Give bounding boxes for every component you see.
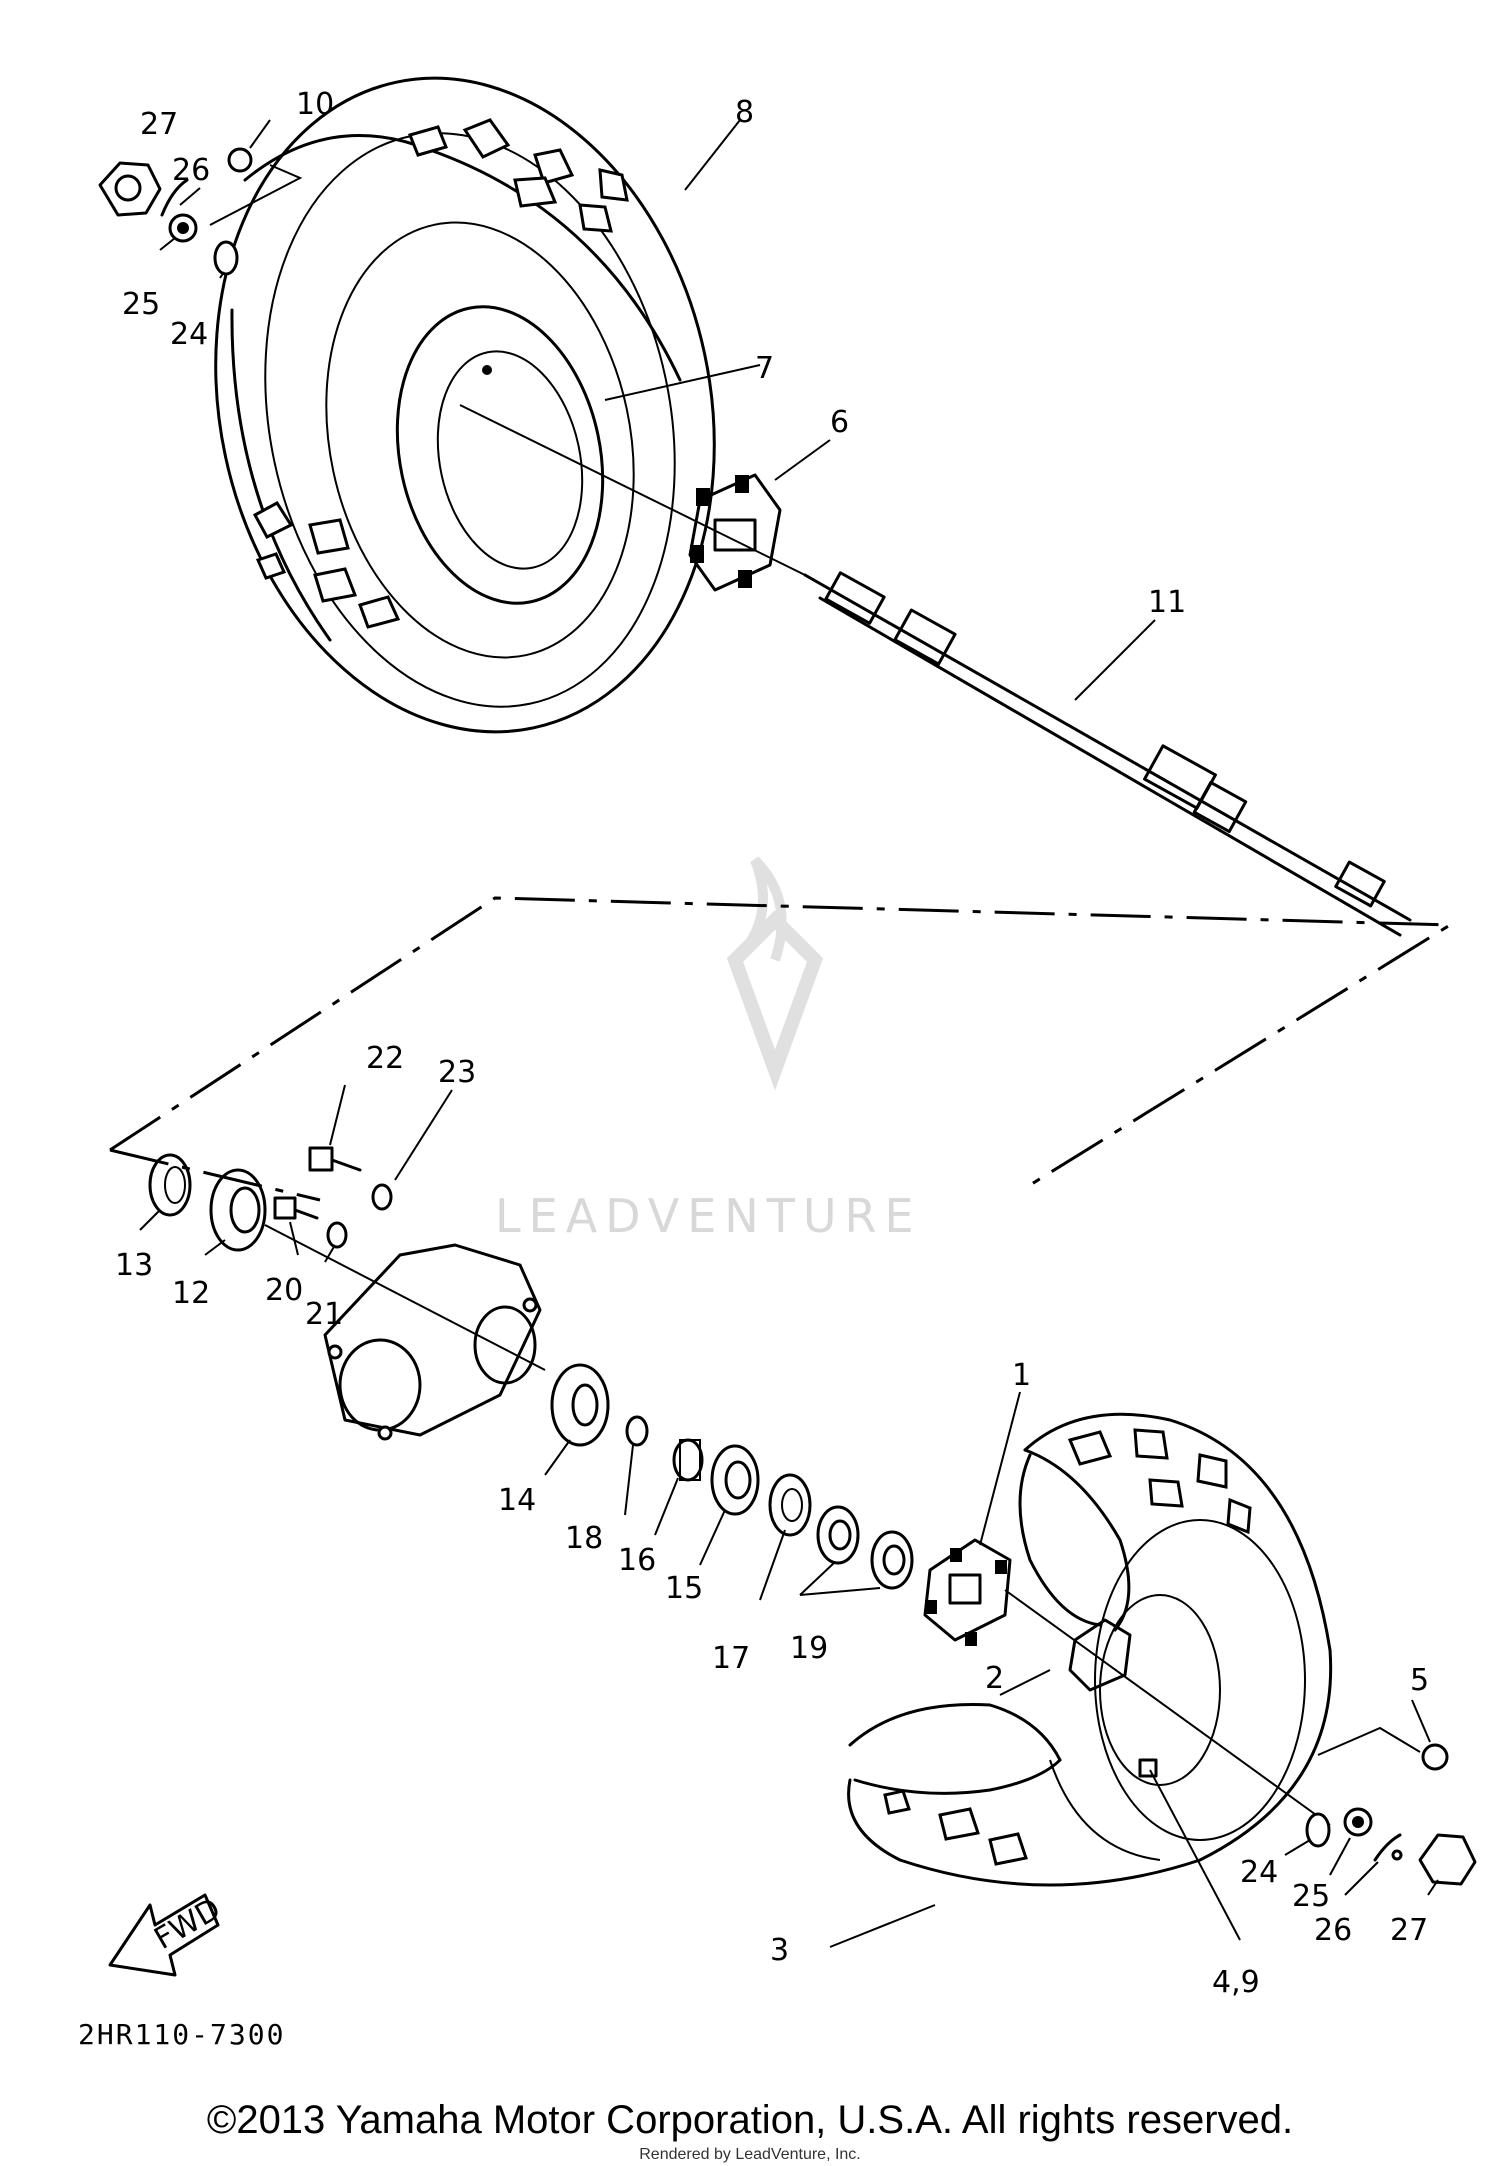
- leader-lines: [139, 119, 1439, 1948]
- callout-19: 19: [790, 1631, 828, 1666]
- callout-labels: 8 7 6 11 10 27 26 25 24 22 23 13 12 20 2…: [115, 87, 1429, 2000]
- callout-7: 7: [755, 351, 774, 386]
- bottom-axle-nut-set: [1305, 1726, 1477, 1886]
- callout-15: 15: [665, 1571, 703, 1606]
- callout-23: 23: [438, 1055, 476, 1090]
- rendered-by-note: Rendered by LeadVenture, Inc.: [639, 2146, 861, 2163]
- copyright-notice: ©2013 Yamaha Motor Corporation, U.S.A. A…: [206, 2098, 1294, 2142]
- axle-shaft-part-11: [803, 571, 1412, 937]
- final-drive-housing: [323, 1243, 542, 1441]
- callout-20: 20: [265, 1273, 303, 1308]
- drawing-code: 2HR110-7300: [78, 2018, 286, 2051]
- callout-11: 11: [1148, 585, 1186, 620]
- callout-24-bottom: 24: [1240, 1855, 1278, 1890]
- callout-24-top: 24: [170, 317, 208, 352]
- callout-13: 13: [115, 1248, 153, 1283]
- top-tire: [214, 76, 716, 734]
- callout-3: 3: [770, 1933, 789, 1968]
- callout-18: 18: [565, 1521, 603, 1556]
- callout-27-bottom: 27: [1390, 1913, 1428, 1948]
- callout-25-bottom: 25: [1292, 1879, 1330, 1914]
- callout-8: 8: [735, 95, 754, 130]
- callout-26-top: 26: [172, 153, 210, 188]
- top-hub-part-6: [688, 473, 782, 592]
- reference-dashed-box: [109, 896, 1456, 1187]
- callout-10: 10: [296, 87, 334, 122]
- callout-1: 1: [1012, 1358, 1031, 1393]
- callout-17: 17: [712, 1641, 750, 1676]
- bottom-hub-part-1: [923, 1538, 1012, 1646]
- bottom-wheel-assembly: [847, 1412, 1333, 1887]
- top-wheel-assembly: [214, 76, 806, 734]
- fwd-label: FWD: [149, 1892, 227, 1957]
- callout-25-top: 25: [122, 287, 160, 322]
- fwd-arrow-icon: FWD: [108, 1892, 227, 1977]
- watermark-text: LEADVENTURE: [495, 1189, 922, 1243]
- callout-21: 21: [305, 1297, 343, 1332]
- top-axle-nut-set: [98, 147, 303, 276]
- callout-14: 14: [498, 1483, 536, 1518]
- callout-4-9: 4,9: [1212, 1965, 1260, 2000]
- callout-22: 22: [366, 1041, 404, 1076]
- callout-6: 6: [830, 405, 849, 440]
- callout-12: 12: [172, 1276, 210, 1311]
- callout-2: 2: [985, 1661, 1004, 1696]
- callout-26-bottom: 26: [1314, 1913, 1352, 1948]
- callout-5: 5: [1410, 1663, 1429, 1698]
- bottom-axle-parts: [148, 1146, 1012, 1646]
- callout-16: 16: [618, 1543, 656, 1578]
- callout-27-top: 27: [140, 107, 178, 142]
- leadventure-watermark: LEADVENTURE: [495, 856, 922, 1243]
